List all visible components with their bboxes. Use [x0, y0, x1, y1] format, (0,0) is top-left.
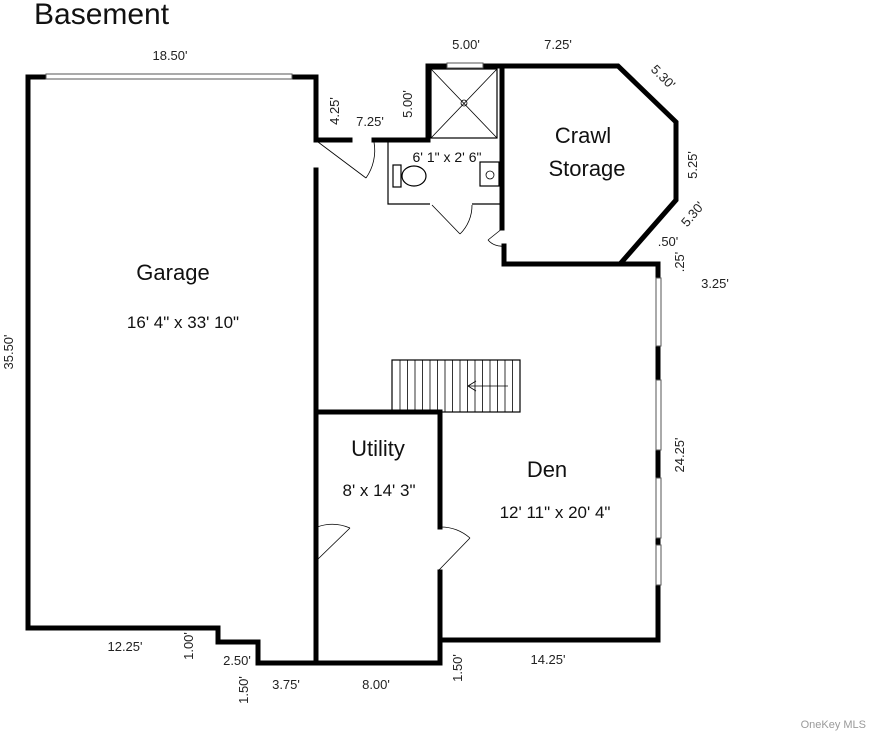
dim-12-25: 12.25' [107, 639, 142, 654]
dim-3-75: 3.75' [272, 677, 300, 692]
toilet-icon [401, 165, 427, 187]
den-window-4 [655, 544, 662, 586]
den-window-1 [655, 277, 662, 347]
utility-name: Utility [351, 436, 405, 461]
toilet-tank [392, 164, 402, 188]
bath-window [446, 62, 484, 69]
dim-0-50: .50' [658, 234, 679, 249]
shower-diagonal-b [430, 68, 498, 139]
dim-5-25: 5.25' [685, 151, 700, 179]
dim-1-50-left: 1.50' [236, 676, 251, 704]
dim-garage-top: 18.50' [152, 48, 187, 63]
bath-size: 6' 1" x 2' 6" [413, 149, 482, 165]
dim-1-00: 1.00' [181, 632, 196, 660]
dim-0-25: .25' [672, 252, 687, 273]
dim-24-25: 24.25' [672, 437, 687, 472]
bath-wall-left [387, 140, 430, 205]
dim-5-30-bottom: 5.30' [678, 199, 707, 230]
dim-7-25-left: 7.25' [356, 114, 384, 129]
garage-window [45, 73, 293, 80]
garage-name: Garage [136, 260, 209, 285]
dim-2-50: 2.50' [223, 653, 251, 668]
garage-hall-door[interactable] [317, 141, 376, 179]
sink-icon [479, 161, 500, 187]
garage-size: 16' 4" x 33' 10" [127, 313, 239, 332]
sink-basin [485, 170, 495, 180]
credit-watermark: OneKey MLS [801, 719, 866, 731]
hall-wall-2 [371, 63, 505, 143]
shower-drain [460, 99, 468, 107]
staircase [391, 359, 521, 413]
page-title: Basement [34, 0, 170, 31]
utility-garage-door[interactable] [316, 523, 351, 561]
den-window-3 [655, 477, 662, 539]
dim-5-00-top: 5.00' [452, 37, 480, 52]
crawl-name-line1: Crawl [555, 123, 611, 148]
dim-3-25: 3.25' [701, 276, 729, 291]
garage-walls [25, 74, 443, 666]
dim-garage-left: 35.50' [1, 334, 16, 369]
utility-size: 8' x 14' 3" [342, 481, 415, 500]
dim-5-00-vert: 5.00' [400, 90, 415, 118]
utility-den-door[interactable] [438, 526, 471, 571]
dim-8-00: 8.00' [362, 677, 390, 692]
crawl-door[interactable] [487, 227, 505, 247]
dim-1-50-right: 1.50' [450, 654, 465, 682]
den-size: 12' 11" x 20' 4" [500, 503, 611, 522]
shower-stall [430, 68, 498, 139]
den-name: Den [527, 457, 567, 482]
dim-5-30-top: 5.30' [648, 62, 678, 92]
dim-14-25: 14.25' [530, 652, 565, 667]
bath-door[interactable] [431, 204, 473, 235]
utility-top-wall-2 [387, 409, 443, 530]
den-window-2 [655, 379, 662, 451]
dim-7-25-top: 7.25' [544, 37, 572, 52]
crawl-name-line2: Storage [548, 156, 625, 181]
dim-4-25: 4.25' [327, 97, 342, 125]
